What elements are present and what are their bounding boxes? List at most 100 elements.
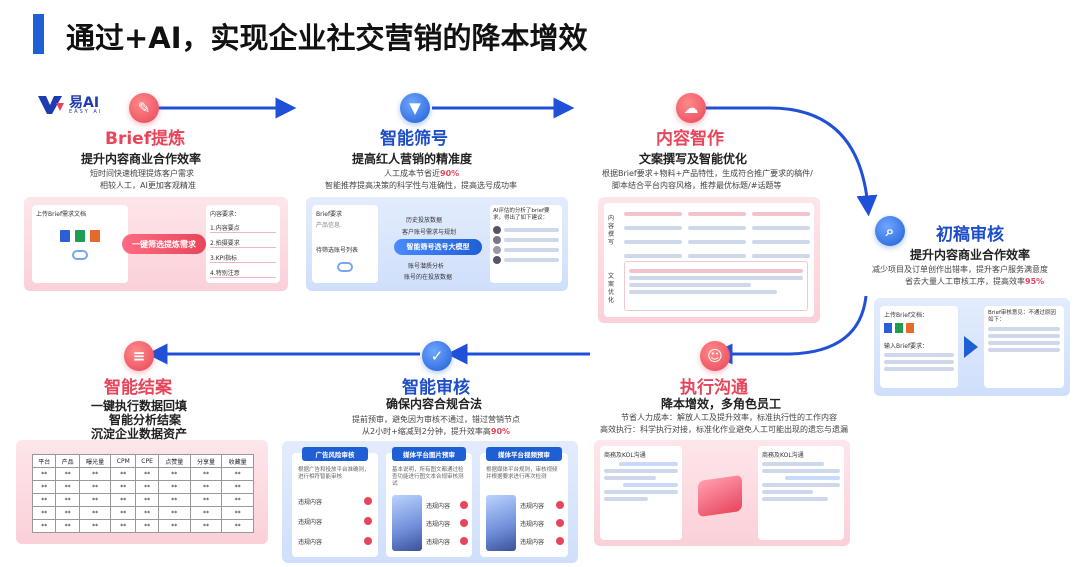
- review-ad-text: 根据广告和投放平台准确则，进行相符智能审核: [298, 467, 370, 480]
- sample-video-frame: [486, 495, 516, 551]
- screen-stage-desc-1: 人工成本节省近90%: [384, 168, 459, 180]
- filter-icon: ▼: [400, 93, 430, 123]
- play-arrow-icon: [964, 336, 978, 358]
- brief-req-title: 内容要求：: [210, 211, 241, 218]
- content-opt-line: [629, 269, 803, 273]
- brief-upload-label: 上传Brief需求文档: [36, 211, 87, 218]
- tab-image-precheck[interactable]: 媒体平台图片预审: [392, 447, 466, 461]
- table-cell: **: [135, 493, 159, 507]
- table-cell: **: [110, 467, 137, 481]
- review-stage-desc-2: 从2小时+缩减到2分钟，提升效率高90%: [362, 426, 510, 438]
- reject-icon: [556, 537, 564, 545]
- review-card: 广告风险审核 根据广告和投放平台准确则，进行相符智能审核 违规内容 违规内容 违…: [282, 441, 578, 563]
- table-cell: **: [157, 467, 191, 481]
- result-row: [493, 245, 559, 255]
- draft-result-line: [988, 334, 1060, 338]
- table-cell: **: [157, 519, 191, 533]
- draft-result-line: [988, 341, 1060, 345]
- content-stage-title: 内容智作: [656, 129, 724, 149]
- content-item: [752, 226, 810, 230]
- table-header-cell: 分享量: [189, 454, 223, 468]
- draft-card: 上传Brief文档： 输入Brief要求： Brief审核意见：不通过原因如下：: [874, 298, 1070, 396]
- content-item: [752, 254, 810, 258]
- content-opt-line: [629, 290, 777, 294]
- content-item: [688, 254, 746, 258]
- table-cell: **: [135, 506, 159, 520]
- content-write-label: 内容撰写: [608, 215, 615, 246]
- table-cell: **: [221, 506, 254, 520]
- table-row: ****************: [31, 467, 254, 481]
- table-cell: **: [189, 519, 223, 533]
- brief-stage-desc-2: 相较人工，AI更加客观精准: [100, 181, 196, 190]
- table-row: ****************: [31, 480, 254, 494]
- speech-icon: ☁: [676, 93, 706, 123]
- review-desc-highlight: 90%: [490, 427, 511, 436]
- brief-card: 上传Brief需求文档 一键筛选提炼需求 内容要求： 1.内容要点 2.拍摄要求…: [24, 197, 288, 291]
- execute-stage-subtitle: 降本增效，多角色员工: [661, 397, 782, 411]
- extract-requirements-button[interactable]: 一键筛选提炼需求: [122, 234, 206, 254]
- brief-req-item: 4.特别注意: [210, 268, 276, 278]
- table-cell: **: [110, 519, 137, 533]
- reject-icon: [364, 517, 372, 525]
- cloud-upload-icon[interactable]: [72, 250, 88, 260]
- screen-tag: 账号的在投放数据: [404, 274, 453, 281]
- draft-stage-desc-1: 减少项目及订单创作出错率，提升客户服务满意度: [872, 265, 1048, 274]
- screen-desc-text: 人工成本节省近: [384, 169, 440, 178]
- chat-bubble: [604, 469, 678, 473]
- tab-video-precheck[interactable]: 媒体平台视频预审: [486, 447, 562, 461]
- content-item: [624, 226, 682, 230]
- table-cell: **: [110, 480, 137, 494]
- avatar: [493, 256, 501, 264]
- table-cell: **: [78, 493, 112, 507]
- chat-bubble: [785, 476, 840, 480]
- ppt-file-icon: [906, 323, 914, 333]
- reject-icon: [556, 519, 564, 527]
- settle-stage-title: 智能结案: [104, 378, 172, 398]
- table-cell: **: [221, 493, 254, 507]
- content-card: 内容撰写 文案优化: [598, 197, 820, 323]
- table-header-cell: CPE: [135, 454, 159, 468]
- table-cell: **: [110, 506, 137, 520]
- table-header-cell: 产品: [55, 454, 80, 468]
- content-item: [752, 240, 810, 244]
- violation-label: 违规内容: [520, 521, 545, 528]
- table-cell: **: [31, 519, 57, 533]
- content-item: [624, 254, 682, 258]
- draft-stage-title: 初稿审核: [936, 225, 1004, 245]
- screen-result-panel: AI评估的分析了brief要求，得出了如下建议：: [490, 205, 562, 283]
- table-cell: **: [78, 467, 112, 481]
- logo-mark-icon: [38, 96, 64, 114]
- ppt-file-icon: [90, 230, 100, 242]
- avatar: [493, 246, 501, 254]
- screen-stage-subtitle: 提高红人营销的精准度: [352, 152, 473, 166]
- review-stage-title: 智能审核: [402, 378, 470, 398]
- sample-image: [392, 495, 422, 551]
- chat-bubble: [604, 476, 656, 480]
- content-optimize-box: [624, 261, 808, 311]
- smart-screening-button[interactable]: 智能筛号选号大模型: [394, 239, 482, 255]
- tab-ad-risk[interactable]: 广告风险审核: [302, 447, 368, 461]
- content-grid: [624, 209, 810, 261]
- chat-bubble: [762, 483, 840, 487]
- content-item: [688, 240, 746, 244]
- chat-icon: ☺: [700, 341, 730, 371]
- table-cell: **: [221, 480, 254, 494]
- execute-chat-panel-2: 商務及KOL沟通: [758, 446, 844, 540]
- cloud-upload-icon[interactable]: [337, 262, 353, 272]
- brief-stage-subtitle: 提升内容商业合作效率: [81, 152, 202, 166]
- file-icons: [36, 230, 124, 242]
- chat-title: 商務及KOL沟通: [762, 452, 804, 459]
- draft-result-panel: Brief审核意见：不通过原因如下：: [984, 306, 1064, 388]
- draft-input-line: [884, 360, 954, 364]
- reject-icon: [364, 497, 372, 505]
- brief-stage-desc-1: 短时间快速梳理提炼客户需求: [90, 169, 194, 178]
- content-item: [688, 212, 746, 216]
- brief-stage-title: Brief提炼: [105, 129, 186, 149]
- violation-label: 违规内容: [298, 519, 323, 526]
- violation-label: 违规内容: [520, 539, 545, 546]
- settle-line-1: 一键执行数据回填: [91, 399, 188, 413]
- table-cell: **: [55, 480, 80, 494]
- content-panel: 内容撰写 文案优化: [604, 203, 814, 317]
